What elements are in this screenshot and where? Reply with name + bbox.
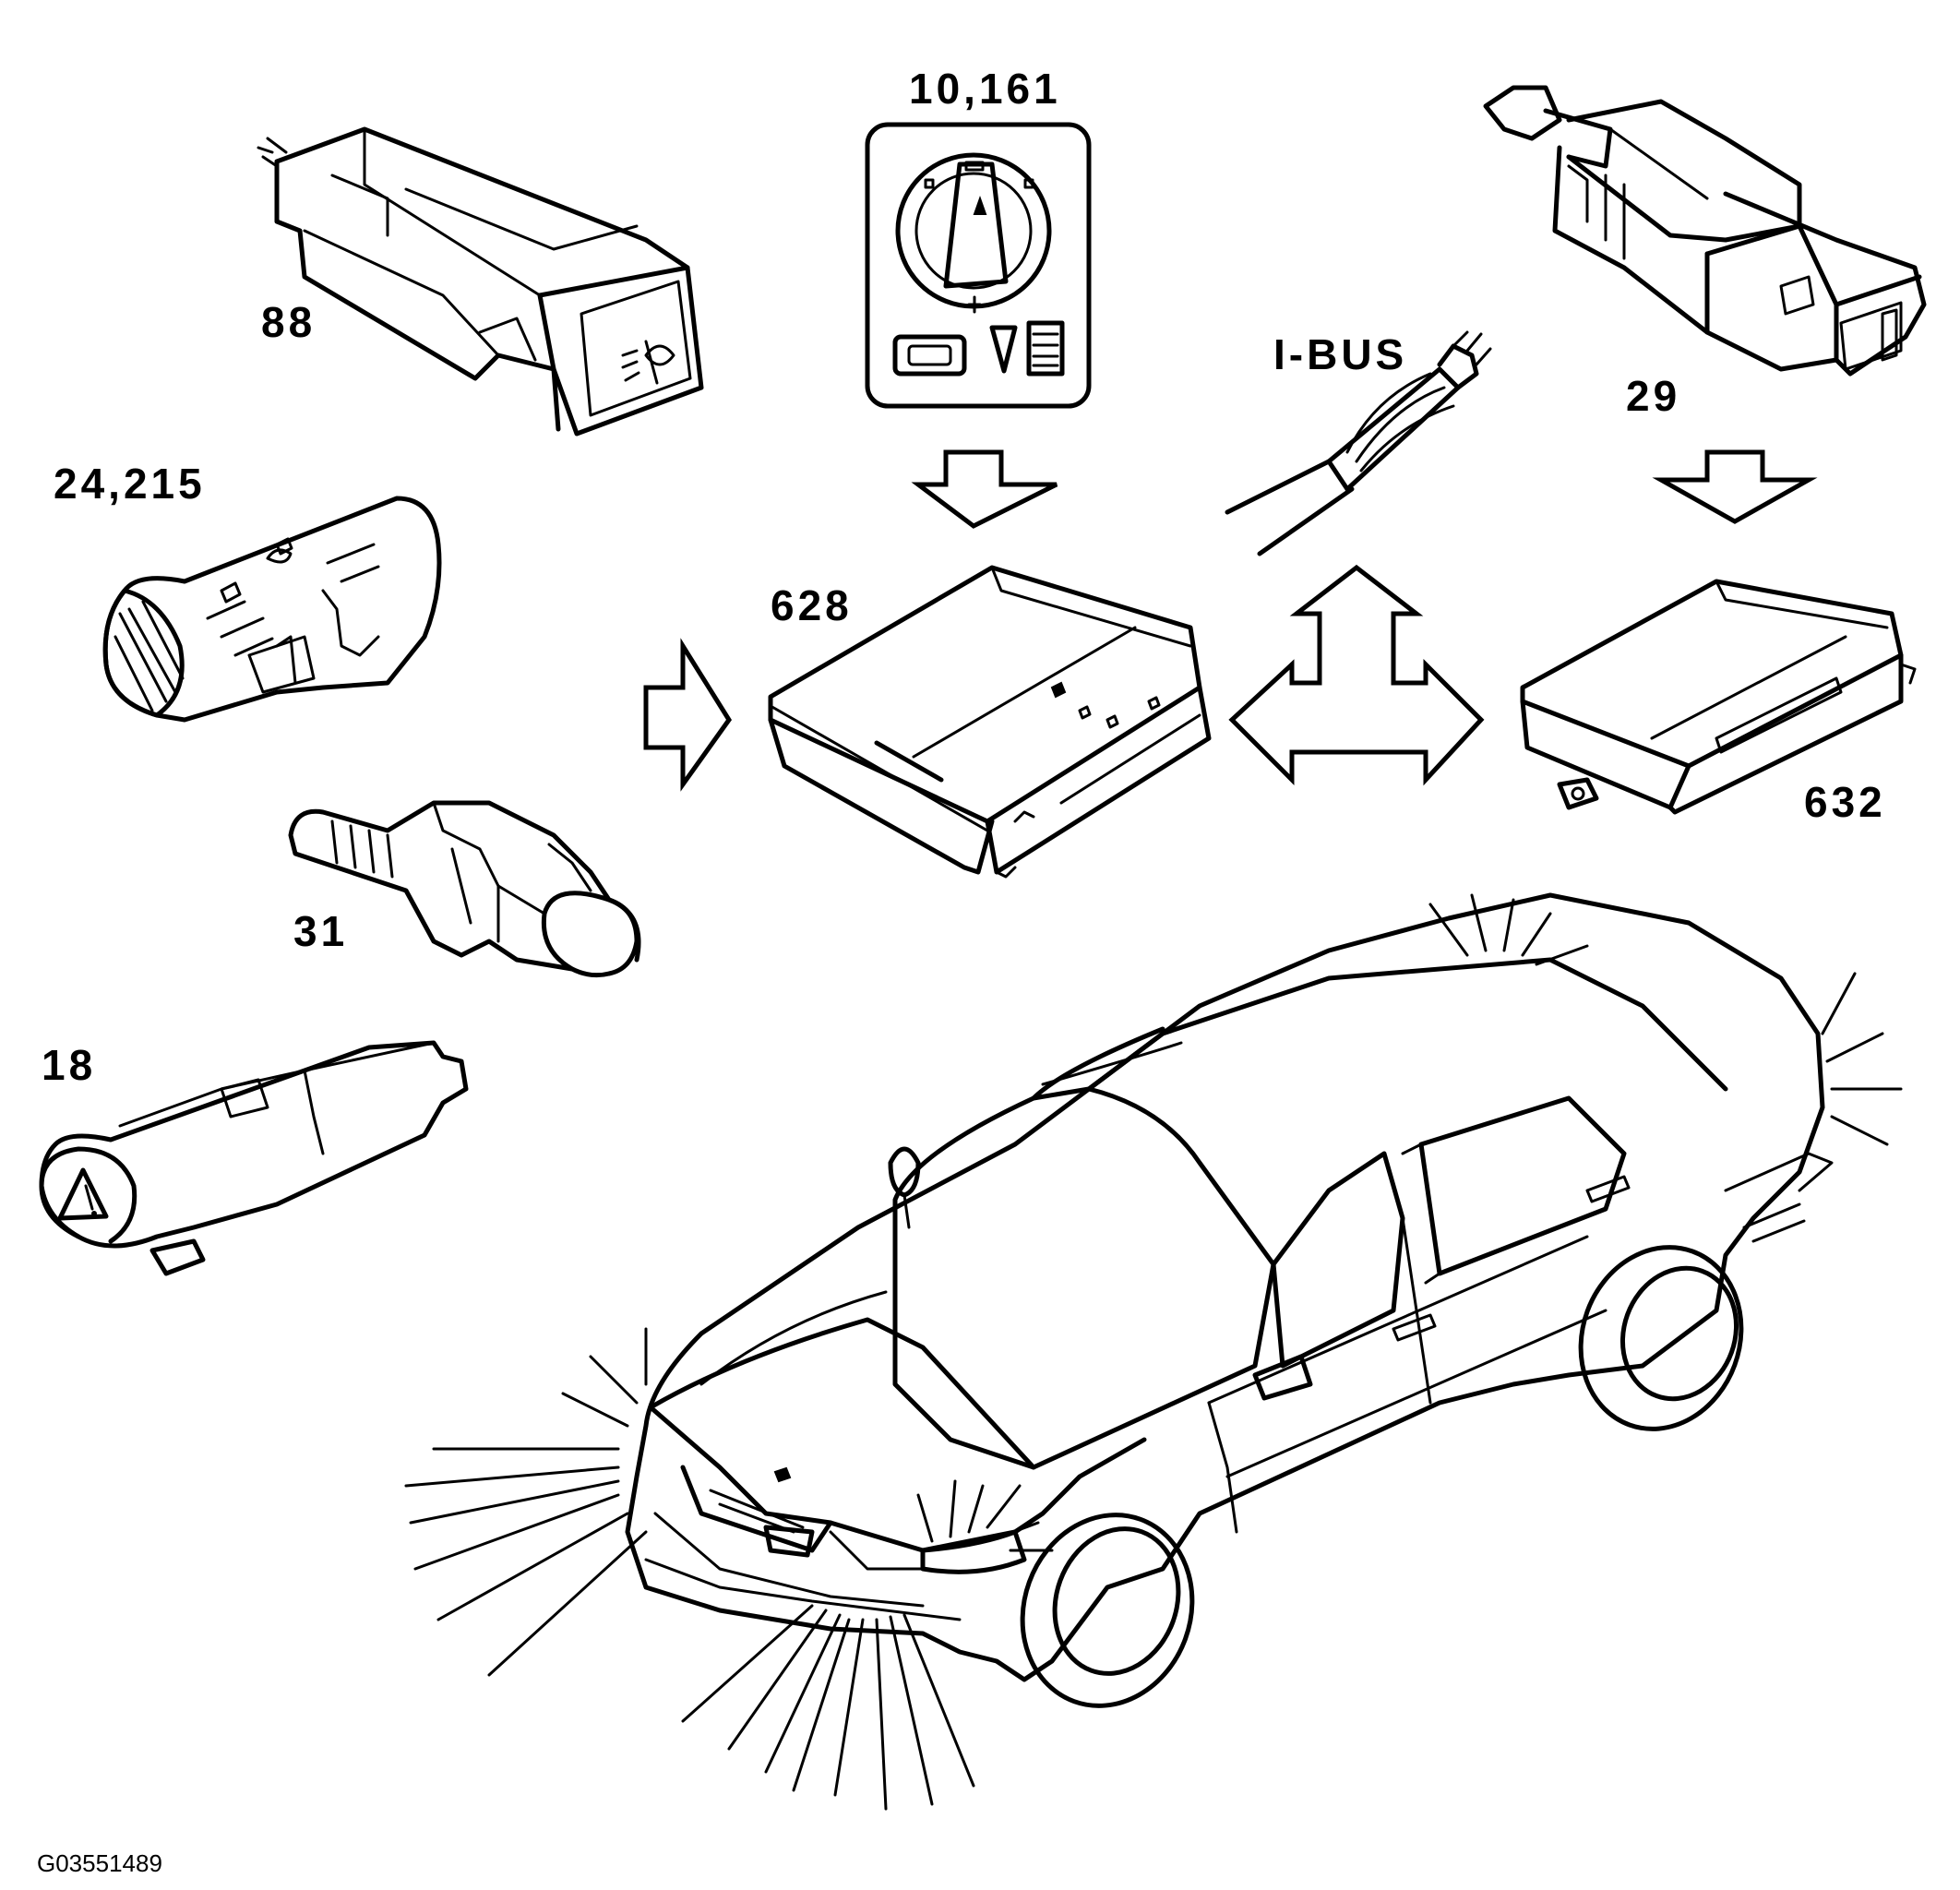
arrow-right-icon: [643, 638, 733, 792]
label-29: 29: [1626, 372, 1680, 420]
fog-light-switch: [257, 126, 704, 437]
car-illustration: [625, 892, 1834, 1708]
bidirectional-arrow-icon: [1228, 564, 1485, 786]
stalk-switch: [102, 496, 442, 723]
label-24-215: 24,215: [54, 460, 206, 508]
brake-light-switch: [1483, 85, 1927, 377]
label-628: 628: [771, 581, 853, 629]
front-bottom-rays: [681, 1604, 975, 1811]
headlight-rays: [404, 1327, 648, 1677]
control-unit-632: [1520, 579, 1917, 815]
figure-id: G03551489: [37, 1849, 162, 1877]
label-31: 31: [293, 907, 348, 955]
arrow-down-icon: [1652, 449, 1818, 524]
control-unit-628: [768, 565, 1212, 879]
label-ibus: I-BUS: [1273, 330, 1407, 378]
right-headlight-rays: [916, 1479, 1054, 1552]
label-632: 632: [1804, 778, 1886, 826]
headlight-switch: [865, 122, 1092, 409]
roof-light-rays: [1428, 893, 1589, 966]
label-18: 18: [42, 1041, 96, 1089]
arrow-down-icon: [911, 449, 1058, 529]
rear-light-rays: [1821, 972, 1903, 1146]
ibus-cable: [1225, 330, 1492, 556]
hazard-warning-switch: [39, 1040, 469, 1276]
reversing-light-switch: [288, 800, 641, 978]
label-10-161: 10,161: [909, 65, 1061, 113]
label-88: 88: [261, 298, 316, 346]
